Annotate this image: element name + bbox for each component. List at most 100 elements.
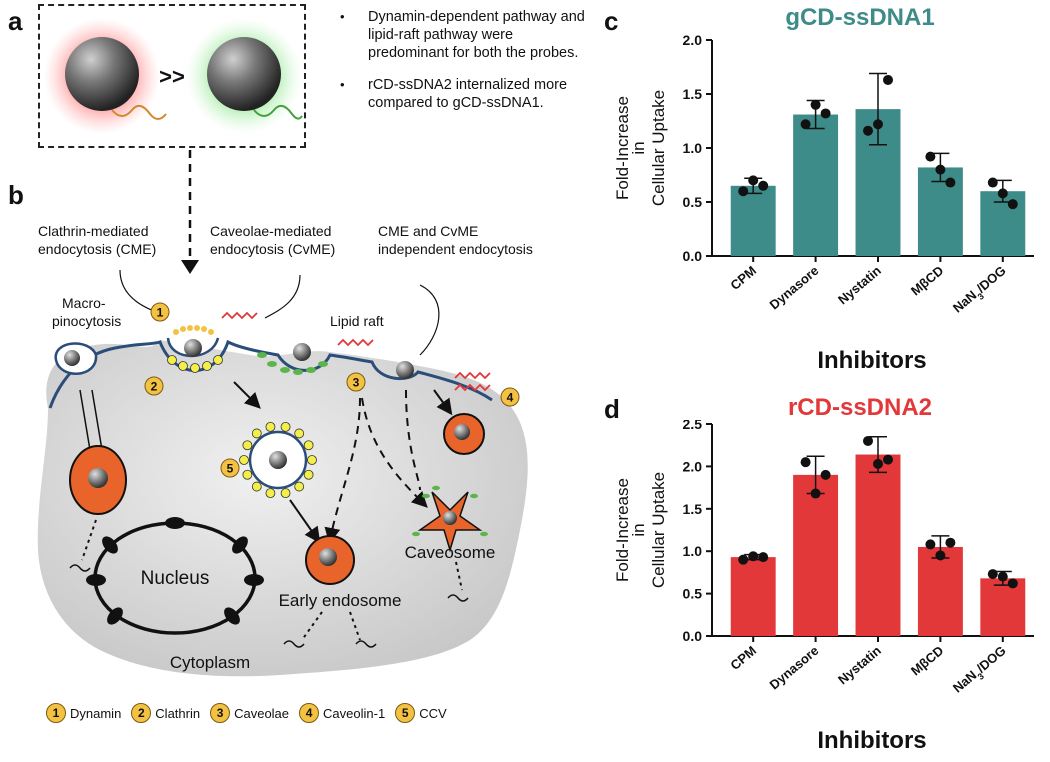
ccv-coat: [239, 421, 317, 499]
x-tick-label: NaN3/DOG: [950, 643, 1011, 699]
probe-icon: [293, 343, 311, 361]
ccv-coat-dot: [265, 488, 276, 499]
data-point: [987, 569, 998, 580]
finding-item: Dynamin-dependent pathway and lipid-raft…: [340, 8, 590, 62]
release-arrow-dotted: [455, 561, 463, 591]
endocytosis-diagram: Clathrin-mediated endocytosis (CME) Cave…: [37, 150, 533, 677]
lipid-raft-label: Lipid raft: [330, 313, 384, 329]
x-tick-label: MβCD: [908, 643, 946, 679]
data-point: [738, 186, 749, 197]
ccv-coat-dot: [242, 469, 253, 480]
probe-icon: [319, 548, 337, 566]
macropinocytosis-arrow-up: [91, 389, 103, 451]
x-axis-label: Inhibitors: [817, 727, 926, 754]
macropinocytosis-label-line2: pinocytosis: [52, 313, 121, 329]
y-tick-label: 1.0: [683, 140, 703, 156]
bar: [917, 546, 963, 636]
dna-strand-green: [253, 104, 303, 120]
probe-icon: [396, 361, 414, 379]
dna-strand-orange: [111, 104, 167, 120]
x-tick-label: Dynasore: [766, 643, 821, 693]
x-tick-label: CPM: [727, 263, 759, 293]
probe-icon: [269, 451, 287, 469]
ccv-coat-dot: [280, 421, 291, 432]
marker-4-icon: [500, 387, 520, 407]
legend-label: Dynamin: [70, 705, 122, 721]
cvme-pointer: [264, 274, 301, 319]
pathway-arrow-dashed: [361, 397, 428, 508]
ccv-coat-dot: [239, 455, 249, 465]
pathway-arrow-dashed: [324, 397, 361, 544]
y-axis-label: in: [629, 141, 648, 154]
data-point: [935, 164, 946, 175]
data-point: [820, 469, 831, 480]
data-point: [997, 188, 1008, 199]
legend-label: CCV: [419, 705, 447, 721]
data-point: [863, 125, 873, 136]
data-point: [925, 151, 936, 162]
y-axis-label: Cellular Uptake: [649, 90, 668, 206]
bar: [730, 185, 776, 256]
nuclear-pores: [86, 517, 264, 625]
marker-4-label: 4: [507, 391, 514, 405]
bar: [793, 474, 839, 636]
data-point: [758, 180, 769, 191]
x-tick-label: NaN3/DOG: [950, 263, 1011, 319]
ccv-coat-dot: [294, 481, 305, 492]
ccv-coat-dot: [242, 440, 253, 451]
chart-c-title: gCD-ssDNA1: [785, 4, 935, 31]
legend-badge: 5: [395, 703, 416, 723]
data-point: [810, 488, 821, 499]
chart-d-title: rCD-ssDNA2: [787, 394, 933, 421]
cme-label-line2: endocytosis (CME): [38, 241, 156, 257]
legend-badge: 1: [46, 703, 66, 723]
x-tick-label: Dynasore: [766, 263, 821, 313]
x-tick-label: CPM: [727, 643, 759, 673]
panel-label-c: c: [604, 6, 619, 36]
release-arrow-dotted: [349, 611, 361, 641]
bar: [980, 578, 1026, 636]
nucleus-label: Nucleus: [141, 568, 210, 589]
data-point: [873, 458, 883, 469]
legend-label: Caveolin-1: [323, 705, 386, 721]
cell-body: [37, 340, 528, 677]
caveosome-label: Caveosome: [405, 543, 496, 562]
independent-pointer: [419, 284, 440, 356]
y-tick-label: 2.0: [683, 458, 703, 474]
marker-5-label: 5: [227, 462, 234, 476]
probe-icon: [64, 350, 80, 366]
early-endosome-label: Early endosome: [279, 591, 402, 610]
y-tick-label: 1.5: [683, 86, 703, 102]
pathway-arrow: [233, 381, 261, 409]
ccv-coat-dot: [303, 440, 314, 451]
legend-badge: 2: [131, 703, 152, 723]
caveolin-strand: [454, 371, 491, 380]
probe-illustration: >>: [44, 18, 303, 134]
caveolin-strand: [221, 311, 258, 320]
released-dna-icon: [283, 640, 305, 648]
data-point: [945, 537, 956, 548]
panel-label-a: a: [8, 6, 23, 36]
y-axis-label: in: [629, 523, 648, 536]
y-tick-label: 0.0: [683, 248, 703, 264]
data-point: [883, 74, 893, 85]
y-axis-label: Fold-Increase: [613, 96, 632, 200]
x-axis-label: Inhibitors: [817, 347, 926, 374]
released-dna-icon: [447, 594, 469, 602]
pathway-arrow: [289, 499, 321, 544]
data-point: [820, 108, 831, 119]
dynamin-ring: [173, 325, 214, 335]
ccv-coat-dot: [307, 455, 317, 465]
data-point: [1007, 578, 1018, 589]
probe-comparison-box: >>: [38, 4, 306, 148]
x-tick-label: Nystatin: [835, 643, 884, 687]
data-point: [738, 554, 749, 565]
data-point: [935, 550, 946, 561]
probe-sphere-green: [207, 37, 281, 111]
marker-1-label: 1: [157, 306, 164, 320]
